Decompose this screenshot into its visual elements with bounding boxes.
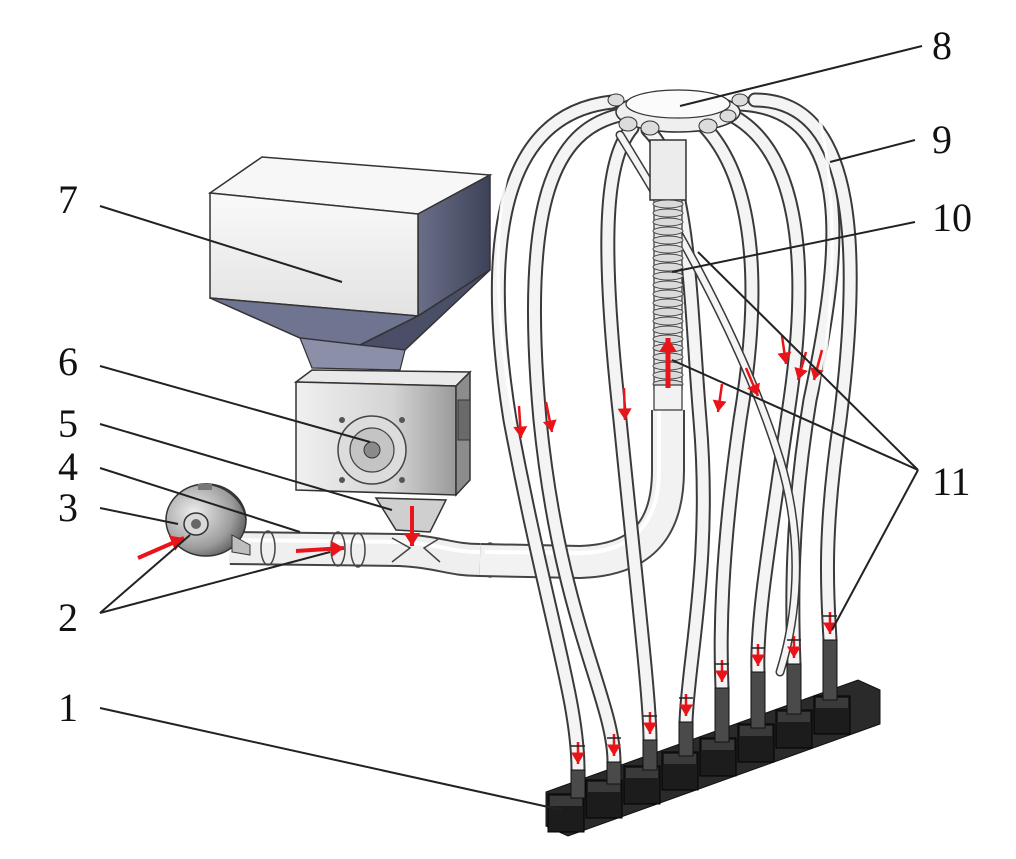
corrugation-ring xyxy=(652,271,684,281)
distributor-head xyxy=(607,89,749,136)
callout-11: 11 xyxy=(932,459,971,504)
seed-outlet-2 xyxy=(585,761,623,819)
outlet-blocks xyxy=(547,639,851,833)
seed-outlet-7 xyxy=(775,663,813,749)
leader-line-3 xyxy=(99,507,179,525)
corrugation-ring xyxy=(652,217,684,227)
pipe-arrow xyxy=(295,540,345,557)
seed-drop-arrow xyxy=(403,506,421,546)
leader-line-1 xyxy=(99,707,563,811)
callout-8: 8 xyxy=(932,23,952,68)
callout-4: 4 xyxy=(58,444,78,489)
inlet-arrow xyxy=(137,535,185,560)
callout-2: 2 xyxy=(58,595,78,640)
callout-10: 10 xyxy=(932,195,972,240)
air-pipe xyxy=(229,410,685,580)
corrugation-ring xyxy=(652,244,684,254)
corrugation-ring xyxy=(652,199,684,209)
tube-flow-arrow-6 xyxy=(777,335,792,365)
tube-flow-arrow-5 xyxy=(744,367,760,397)
leader-line-11a xyxy=(671,359,919,471)
corrugated-riser-tube xyxy=(649,139,687,411)
tube-flow-arrow-3 xyxy=(617,387,632,421)
callout-3: 3 xyxy=(58,485,78,530)
leader-line-5 xyxy=(99,423,393,511)
leader-line-2a xyxy=(99,534,191,614)
leader-line-2b xyxy=(99,551,331,614)
riser-up-arrow xyxy=(659,338,677,388)
callout-5: 5 xyxy=(58,401,78,446)
corrugation-ring xyxy=(652,289,684,299)
corrugation-ring xyxy=(652,226,684,236)
tube-flow-arrow-1 xyxy=(513,405,528,439)
seed-outlet-6 xyxy=(737,671,775,763)
callout-1: 1 xyxy=(58,685,78,730)
corrugation-ring xyxy=(652,262,684,272)
tube-flow-arrow-8 xyxy=(810,349,824,381)
seed-hopper xyxy=(207,156,493,371)
airflow-arrows xyxy=(137,335,837,764)
leader-line-6 xyxy=(99,365,371,443)
corrugation-ring xyxy=(652,208,684,218)
callout-7: 7 xyxy=(58,177,78,222)
leader-line-7 xyxy=(99,205,343,283)
corrugation-ring xyxy=(652,316,684,326)
corrugation-ring xyxy=(652,235,684,245)
leader-line-11c xyxy=(831,469,919,631)
seed-outlet-1 xyxy=(547,769,586,833)
leader-line-11b xyxy=(697,251,919,471)
callout-6: 6 xyxy=(58,339,78,384)
corrugation-ring xyxy=(652,253,684,263)
seed-outlet-8 xyxy=(813,639,851,735)
leader-line-4 xyxy=(99,467,301,533)
corrugation-ring xyxy=(652,298,684,308)
corrugation-ring xyxy=(652,325,684,335)
seed-outlet-3 xyxy=(623,739,661,805)
tube-flow-arrow-4 xyxy=(712,383,727,413)
seed-outlet-4 xyxy=(661,721,699,791)
leader-line-9 xyxy=(829,139,916,163)
leader-line-10 xyxy=(671,221,916,273)
leader-lines xyxy=(99,45,923,811)
corrugation-ring xyxy=(652,280,684,290)
seed-outlet-row xyxy=(545,639,881,837)
seed-outlet-5 xyxy=(699,687,737,777)
callout-9: 9 xyxy=(932,117,952,162)
tube-flow-arrow-2 xyxy=(542,401,557,433)
leader-line-8 xyxy=(679,45,923,107)
corrugation-ring xyxy=(652,307,684,317)
